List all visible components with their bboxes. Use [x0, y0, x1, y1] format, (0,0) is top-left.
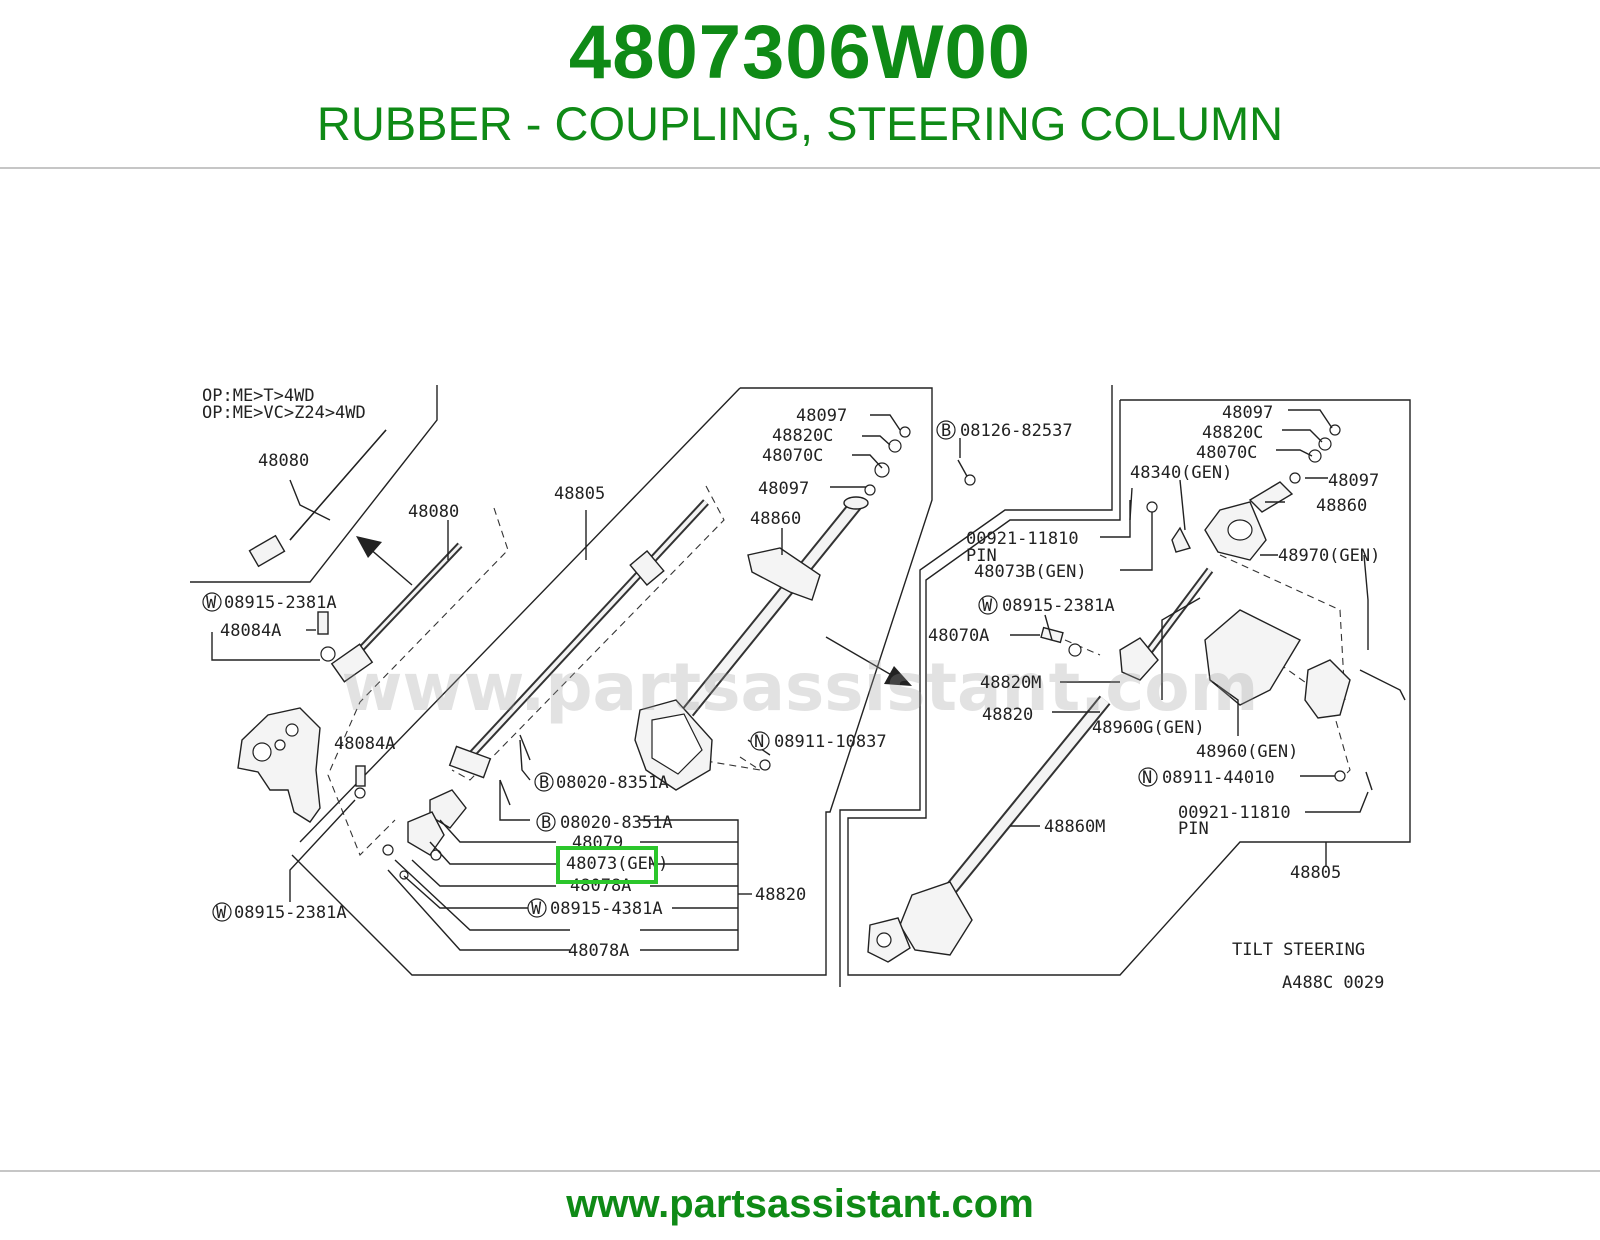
part-sketches [237, 424, 1406, 963]
footer-url: www.partsassistant.com [566, 1182, 1034, 1226]
label-figure-code: A488C 0029 [1282, 973, 1384, 993]
callout-b-letter-3: B [541, 813, 551, 833]
label-tilt-steering: TILT STEERING [1232, 940, 1365, 960]
page-header: 4807306W00 RUBBER - COUPLING, STEERING C… [0, 0, 1600, 168]
callout-b-letter-2: B [539, 773, 549, 793]
leader-lines [211, 409, 1369, 951]
dashed-assembly-outlines [327, 485, 1351, 856]
label-48340-gen: 48340(GEN) [1130, 463, 1232, 483]
callout-b-2 [534, 772, 554, 792]
label-b08126-82537: 08126-82537 [960, 421, 1073, 441]
label-48805-center: 48805 [554, 484, 605, 504]
label-48070a: 48070A [928, 626, 989, 646]
option-text-2: OP:ME>VC>Z24>4WD [202, 403, 366, 423]
label-w08915-2381a-3: 08915-2381A [1002, 596, 1115, 616]
callout-b-3 [536, 812, 556, 832]
label-48860-center: 48860 [750, 509, 801, 529]
label-48820-right: 48820 [982, 705, 1033, 725]
part-description: RUBBER - COUPLING, STEERING COLUMN [316, 97, 1284, 150]
highlighted-part-box [556, 846, 658, 884]
label-48805-right: 48805 [1290, 863, 1341, 883]
header-divider [0, 167, 1600, 169]
callout-w-2 [212, 902, 232, 922]
label-48820-center: 48820 [755, 885, 806, 905]
label-48820m: 48820M [980, 673, 1041, 693]
label-b08020-8351a-1: 08020-8351A [556, 773, 669, 793]
callout-n-letter-1: N [754, 732, 764, 752]
callout-w-1 [202, 592, 222, 612]
label-48097-2: 48097 [758, 479, 809, 499]
callout-b-letter-1: B [941, 421, 951, 441]
label-48080: 48080 [408, 502, 459, 522]
label-48097-3: 48097 [1222, 403, 1273, 423]
label-00921-11810-1: 00921-11810 [966, 529, 1079, 549]
callout-n-1 [750, 731, 770, 751]
watermark-text: www.partsassistant.com [342, 649, 1259, 726]
option-text-1: OP:ME>T>4WD [202, 386, 315, 406]
label-48960g-gen: 48960G(GEN) [1092, 718, 1205, 738]
label-pin-1: PIN [966, 546, 997, 566]
label-48084a-lower: 48084A [334, 734, 395, 754]
label-48080-inset: 48080 [258, 451, 309, 471]
part-number-title: 4807306W00 [568, 10, 1032, 95]
label-48097-4: 48097 [1328, 471, 1379, 491]
label-48078a-1: 48078A [570, 876, 631, 896]
label-48073-gen: 48073(GEN) [566, 854, 668, 874]
label-w08915-2381a-2: 08915-2381A [234, 903, 347, 923]
callout-n-2 [1138, 767, 1158, 787]
callout-w-letter-2: W [216, 903, 227, 923]
part-labels: OP:ME>T>4WD OP:ME>VC>Z24>4WD 48080 48080… [202, 386, 1384, 993]
label-b08020-8351a-2: 08020-8351A [560, 813, 673, 833]
callout-w-3 [527, 898, 547, 918]
callout-w-letter-3: W [531, 899, 542, 919]
label-48820c-2: 48820C [1202, 423, 1263, 443]
label-48070c-1: 48070C [762, 446, 823, 466]
label-48097-1: 48097 [796, 406, 847, 426]
label-00921-11810-2: 00921-11810 [1178, 803, 1291, 823]
label-48970-gen: 48970(GEN) [1278, 546, 1380, 566]
label-48073b-gen: 48073B(GEN) [974, 562, 1087, 582]
callout-w-letter-1: W [206, 593, 217, 613]
label-48960-gen: 48960(GEN) [1196, 742, 1298, 762]
label-pin-2: PIN [1178, 819, 1209, 839]
label-48084a-upper: 48084A [220, 621, 281, 641]
label-48860m: 48860M [1044, 817, 1105, 837]
callout-w-4 [978, 595, 998, 615]
label-48820c-1: 48820C [772, 426, 833, 446]
callout-n-letter-2: N [1142, 768, 1152, 788]
callout-w-letter-4: W [982, 596, 993, 616]
footer-divider [0, 1170, 1600, 1172]
label-w08915-4381a: 08915-4381A [550, 899, 663, 919]
label-n08911-10837: 08911-10837 [774, 732, 887, 752]
label-w08915-2381a-1: 08915-2381A [224, 593, 337, 613]
label-48070c-2: 48070C [1196, 443, 1257, 463]
label-48860-right: 48860 [1316, 496, 1367, 516]
label-n08911-44010: 08911-44010 [1162, 768, 1275, 788]
diagram-frame-lines [190, 385, 1411, 987]
steering-column-diagram: www.partsassistant.com OP:ME>T>4WD OP:ME… [190, 385, 1411, 993]
callout-b-1 [936, 420, 956, 440]
label-48078a-2: 48078A [568, 941, 629, 961]
